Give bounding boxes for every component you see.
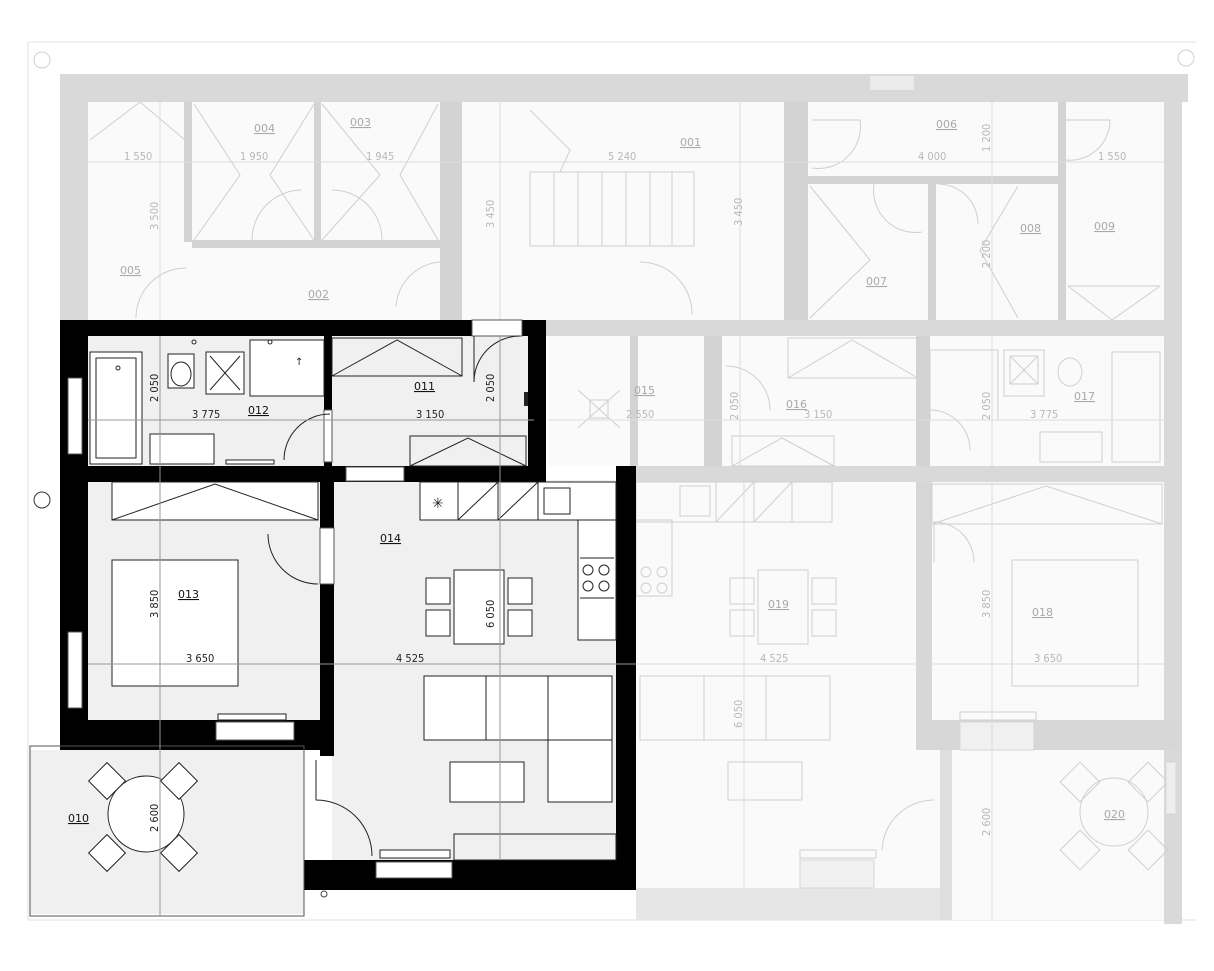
dimension-labels-inactive: 1 550 1 950 1 945 5 240 4 000 1 550 3 50… — [124, 124, 1126, 836]
dim-g3775: 3 775 — [1030, 408, 1058, 421]
dim-g5240: 5 240 — [608, 150, 636, 163]
column-marker-icon — [1177, 49, 1195, 67]
room-label-007: 007 — [866, 275, 887, 288]
room-label-009: 009 — [1094, 220, 1115, 233]
dim-g1550a: 1 550 — [124, 150, 152, 163]
active-apartment: ↑ ✳ — [29, 319, 636, 917]
dim-3650: 3 650 — [186, 652, 214, 665]
dim-2600: 2 600 — [148, 804, 161, 832]
room-label-011: 011 — [414, 380, 435, 393]
dim-2050-bathroom: 2 050 — [148, 374, 161, 402]
dim-3775: 3 775 — [192, 408, 220, 421]
room-label-014: 014 — [380, 532, 401, 545]
dim-3150: 3 150 — [416, 408, 444, 421]
room-label-017: 017 — [1074, 390, 1095, 403]
dim-g1200: 1 200 — [980, 124, 993, 152]
room-label-015: 015 — [634, 384, 655, 397]
dim-4525: 4 525 — [396, 652, 424, 665]
room-label-020: 020 — [1104, 808, 1125, 821]
room-label-016: 016 — [786, 398, 807, 411]
dim-g3650: 3 650 — [1034, 652, 1062, 665]
dim-g3450a: 3 450 — [484, 200, 497, 228]
room-label-018: 018 — [1032, 606, 1053, 619]
room-labels-inactive: 001 002 003 004 005 006 007 008 009 015 … — [120, 116, 1125, 821]
dim-g1950: 1 950 — [240, 150, 268, 163]
room-label-005: 005 — [120, 264, 141, 277]
dim-g1550b: 1 550 — [1098, 150, 1126, 163]
dim-g2600: 2 600 — [980, 808, 993, 836]
room-label-003: 003 — [350, 116, 371, 129]
dim-g2050a: 2 050 — [728, 392, 741, 420]
dim-g4000: 4 000 — [918, 150, 946, 163]
inactive-building — [27, 41, 1196, 924]
dim-g3150: 3 150 — [804, 408, 832, 421]
hob-icon: ✳ — [432, 496, 444, 512]
column-marker-icon — [33, 491, 51, 509]
room-label-006: 006 — [936, 118, 957, 131]
dim-g2550: 2 550 — [626, 408, 654, 421]
room-labels-active: 010 011 012 013 014 — [68, 380, 435, 825]
dim-g1945: 1 945 — [366, 150, 394, 163]
room-label-012: 012 — [248, 404, 269, 417]
dim-g3500: 3 500 — [148, 202, 161, 230]
room-label-004: 004 — [254, 122, 275, 135]
dim-g2050b: 2 050 — [980, 392, 993, 420]
dim-2050-hall: 2 050 — [484, 374, 497, 402]
room-label-008: 008 — [1020, 222, 1041, 235]
room-label-019: 019 — [768, 598, 789, 611]
dim-g2200: 2 200 — [980, 240, 993, 268]
dim-g6050: 6 050 — [732, 700, 745, 728]
dim-g3850: 3 850 — [980, 590, 993, 618]
dim-g4525: 4 525 — [760, 652, 788, 665]
dim-g3450b: 3 450 — [732, 198, 745, 226]
dimension-labels-active: 3 775 2 050 3 150 2 050 3 850 3 650 4 52… — [148, 374, 497, 832]
svg-text:↑: ↑ — [295, 357, 303, 368]
room-label-010: 010 — [68, 812, 89, 825]
room-label-013: 013 — [178, 588, 199, 601]
dim-3850: 3 850 — [148, 590, 161, 618]
dim-6050: 6 050 — [484, 600, 497, 628]
room-label-002: 002 — [308, 288, 329, 301]
column-marker-icon — [33, 51, 51, 69]
room-label-001: 001 — [680, 136, 701, 149]
